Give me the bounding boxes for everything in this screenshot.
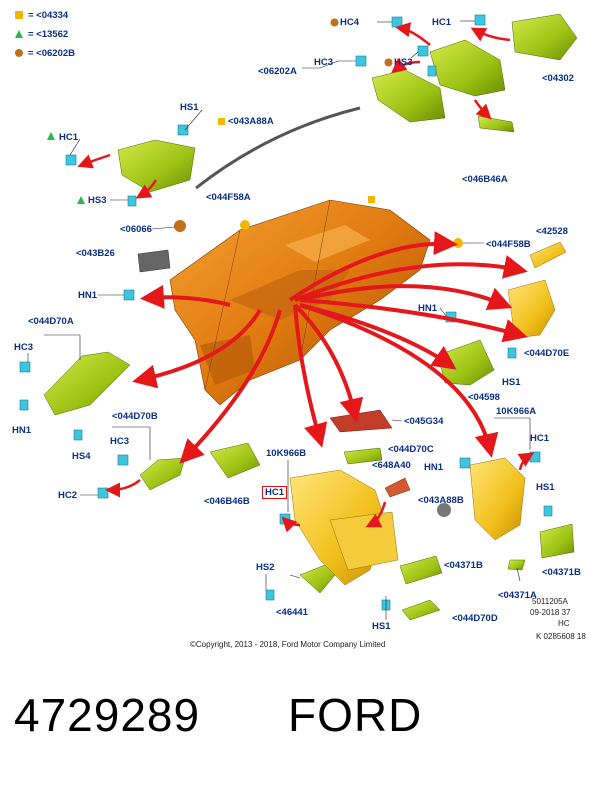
label-046b46a: <046B46A	[462, 174, 508, 185]
brown-circle-icon	[15, 49, 23, 57]
label-044f58a: <044F58A	[206, 192, 251, 203]
label-hs3-top: HS3	[394, 57, 413, 68]
label-hc1-right: HC1	[530, 433, 550, 444]
ref-code: 5011205A	[532, 597, 568, 606]
label-hc1-top: HC1	[432, 17, 452, 28]
label-04598: <04598	[468, 392, 500, 403]
part-number: 4729289	[14, 689, 201, 741]
label-hs2: HS2	[256, 562, 275, 573]
label-hc3-top: HC3	[314, 57, 334, 68]
label-hc1-left: HC1	[59, 132, 79, 143]
label-046b46b: <046B46B	[204, 496, 250, 507]
legend-text: = <04334	[28, 9, 69, 21]
label-04371b-a: <04371B	[444, 560, 483, 571]
label-043a88a: <043A88A	[228, 116, 274, 127]
copyright-text: ©Copyright, 2013 - 2018, Ford Motor Comp…	[190, 640, 386, 649]
label-hc3-mid: HC3	[110, 436, 130, 447]
red-arrows	[132, 231, 528, 464]
legend-row-triangle: = <13562	[14, 27, 68, 41]
label-10k966b: 10K966B	[266, 448, 307, 459]
legend-text: = <06202B	[28, 47, 76, 59]
green-triangle-icon	[15, 30, 23, 38]
parts-diagram: = <04334 = <13562 = <06202B HC4 HC1 HS3 …	[12, 8, 586, 650]
green-parts	[43, 13, 578, 621]
label-045g34: <045G34	[404, 416, 444, 427]
label-hn1-left: HN1	[78, 290, 98, 301]
label-hs1-right: HS1	[502, 377, 521, 388]
label-hc1-boxed: HC1	[262, 486, 288, 499]
legend-row-circle: = <06202B	[14, 46, 75, 60]
label-46441: <46441	[276, 607, 308, 618]
label-044f58b: <044F58B	[486, 239, 531, 250]
brown-circle-icon	[384, 58, 393, 67]
label-hs1-far: HS1	[536, 482, 555, 493]
legend-row-square: = <04334	[14, 8, 68, 22]
label-hn1-far: HN1	[12, 425, 32, 436]
legend-text: = <13562	[28, 28, 69, 40]
label-06202a: <06202A	[258, 66, 297, 77]
label-04302: <04302	[542, 73, 574, 84]
ref-code: 09-2018 37	[530, 608, 571, 617]
label-42528: <42528	[536, 226, 568, 237]
label-hc4: HC4	[340, 17, 360, 28]
label-hn1-right: HN1	[418, 303, 438, 314]
label-04371b-b: <04371B	[542, 567, 581, 578]
label-hs3-left: HS3	[88, 195, 107, 206]
clips	[19, 14, 553, 611]
label-04371a: <04371A	[498, 590, 537, 601]
ref-code: HC	[558, 619, 570, 628]
label-648a40: <648A40	[372, 460, 411, 471]
leader-lines	[27, 20, 531, 620]
label-hs1-bottom: HS1	[372, 621, 391, 632]
label-hs4: HS4	[72, 451, 91, 462]
label-043a88b: <043A88B	[418, 495, 464, 506]
label-hs1-a: HS1	[180, 102, 199, 113]
brown-circle-icon	[330, 18, 339, 27]
ref-code: K 0285608 18	[536, 632, 586, 641]
label-10k966a: 10K966A	[496, 406, 537, 417]
label-hn1-center: HN1	[424, 462, 444, 473]
label-044d70d: <044D70D	[452, 613, 498, 624]
diagram-graphics	[19, 13, 578, 621]
label-044d70b: <044D70B	[112, 411, 158, 422]
label-043b26: <043B26	[76, 248, 115, 259]
instrument-panel	[169, 199, 431, 406]
label-044d70e: <044D70E	[524, 348, 570, 359]
green-triangle-icon	[77, 196, 85, 204]
label-044d70a: <044D70A	[28, 316, 74, 327]
label-hc2: HC2	[58, 490, 78, 501]
label-044d70c: <044D70C	[388, 444, 434, 455]
label-hc3-left: HC3	[14, 342, 34, 353]
small-red-arrows	[77, 22, 535, 533]
brand-name: FORD	[288, 689, 423, 741]
green-triangle-icon	[47, 132, 55, 140]
label-06066: <06066	[120, 224, 152, 235]
yellow-square-icon	[15, 11, 23, 19]
